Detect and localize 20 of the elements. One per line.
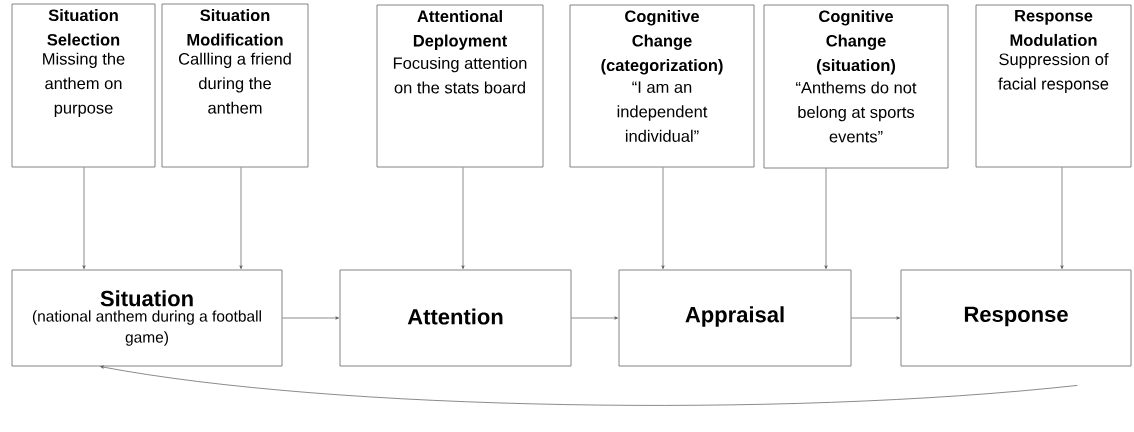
process-box: Response <box>900 269 1132 367</box>
strategy-box: Situation Selection Missing the anthem on purpose <box>11 3 156 168</box>
arrow <box>1060 167 1064 269</box>
arrow <box>461 167 465 269</box>
arrow <box>100 365 1078 406</box>
arrow <box>239 167 243 269</box>
arrow <box>82 167 86 269</box>
strategy-box: Response Modulation Suppression of facial response <box>975 4 1132 168</box>
arrow <box>851 316 900 320</box>
process-box: Situation (national anthem during a football game) <box>11 269 283 367</box>
arrow <box>282 316 340 320</box>
arrow <box>661 167 665 269</box>
strategy-box: Situation Modification Callling a friend during the anthem <box>161 3 309 168</box>
process-box: Attention <box>339 269 572 367</box>
arrow <box>824 168 828 269</box>
arrow <box>571 316 618 320</box>
strategy-box: Cognitive Change (categorization) “I am an independent individual” <box>569 4 755 168</box>
strategy-box: Cognitive Change (situation) “Anthems do not belong at sports events” <box>763 4 949 169</box>
process-box: Appraisal <box>618 269 852 367</box>
strategy-box: Attentional Deployment Focusing attention on the stats board <box>376 4 544 168</box>
